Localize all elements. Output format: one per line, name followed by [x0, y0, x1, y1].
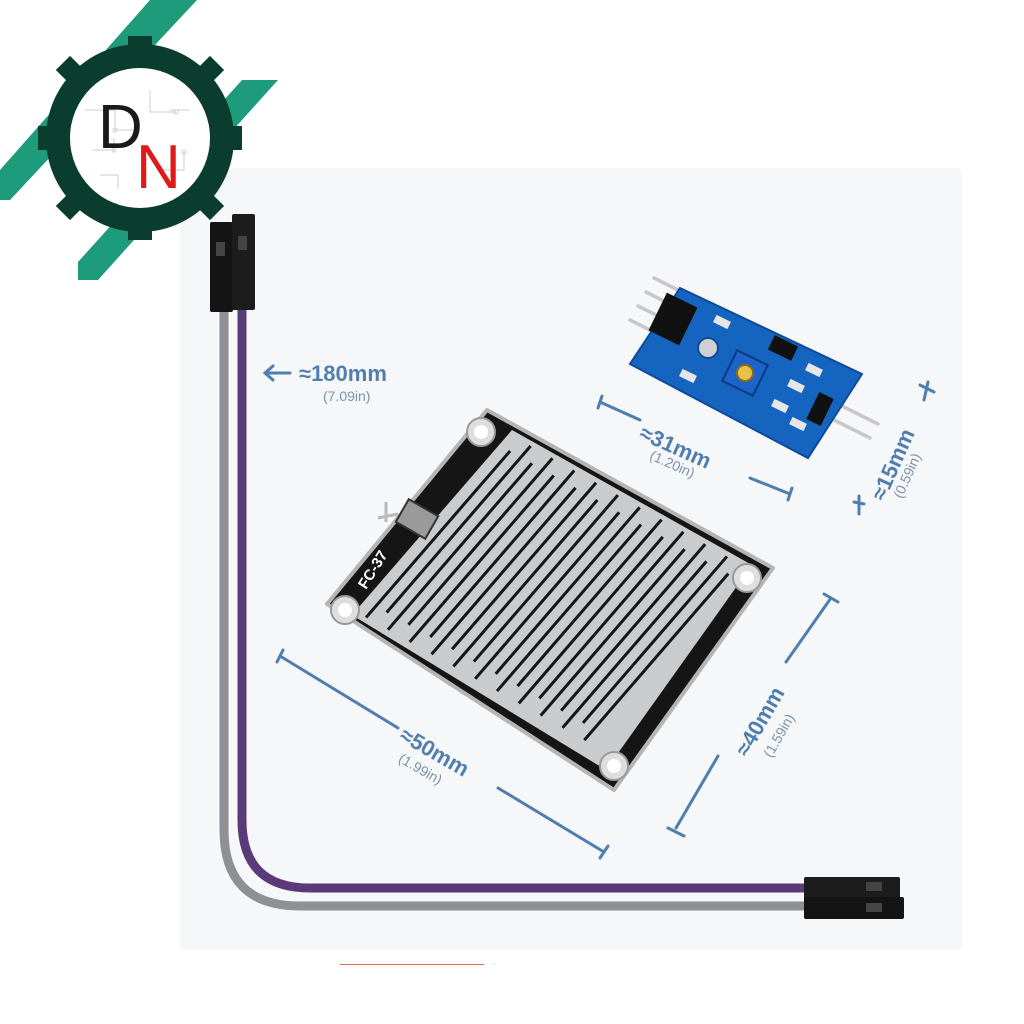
sensor-trace-gap — [516, 518, 663, 688]
board-pins — [377, 502, 399, 522]
connector-bottom — [804, 877, 904, 919]
gear-icon — [38, 36, 242, 240]
sensor-trace-gap — [385, 444, 532, 614]
sensor-trace-gap — [560, 543, 707, 712]
dimension-lines — [262, 364, 936, 860]
sensor-trace-gap — [517, 535, 664, 705]
sensor-trace-gap — [538, 530, 685, 700]
sensor-trace-gap — [452, 499, 599, 668]
jumper-cable — [210, 214, 904, 919]
connector-pad — [394, 497, 440, 541]
logo-letter-n: N — [136, 133, 181, 202]
sensor-traces — [364, 444, 730, 742]
logo-letter-d: D — [98, 93, 143, 162]
sensor-trace-gap — [386, 462, 534, 631]
ic-chip — [767, 335, 799, 361]
module-hole — [697, 337, 719, 359]
cable-length-inches: (7.09in) — [323, 388, 371, 404]
brand-logo: D N — [0, 0, 278, 280]
sensor-trace-gap — [450, 481, 598, 651]
sensor-trace-gap — [583, 572, 730, 742]
accent-underline — [340, 964, 484, 965]
rain-sensor-board: FC-37 — [325, 408, 775, 792]
sensor-trace-gap — [494, 506, 641, 675]
cable-length-label: ≈180mm — [299, 361, 387, 386]
sensor-trace-gap — [472, 494, 620, 663]
sensor-trace-gap — [364, 449, 512, 619]
control-module — [628, 276, 880, 460]
sensor-trace-gap — [430, 486, 577, 656]
sensor-trace-gap — [429, 469, 576, 638]
pin-header — [648, 292, 698, 346]
sensor-trace-gap — [408, 474, 555, 643]
sensor-trace-gap — [539, 548, 686, 717]
sensor-trace-gap — [561, 560, 708, 729]
connector-top — [210, 214, 255, 312]
sensor-trace-gap — [474, 511, 621, 680]
sensor-trace-gap — [581, 555, 729, 724]
sensor-trace-gap — [407, 457, 554, 626]
sensor-trace-gap — [495, 523, 643, 693]
